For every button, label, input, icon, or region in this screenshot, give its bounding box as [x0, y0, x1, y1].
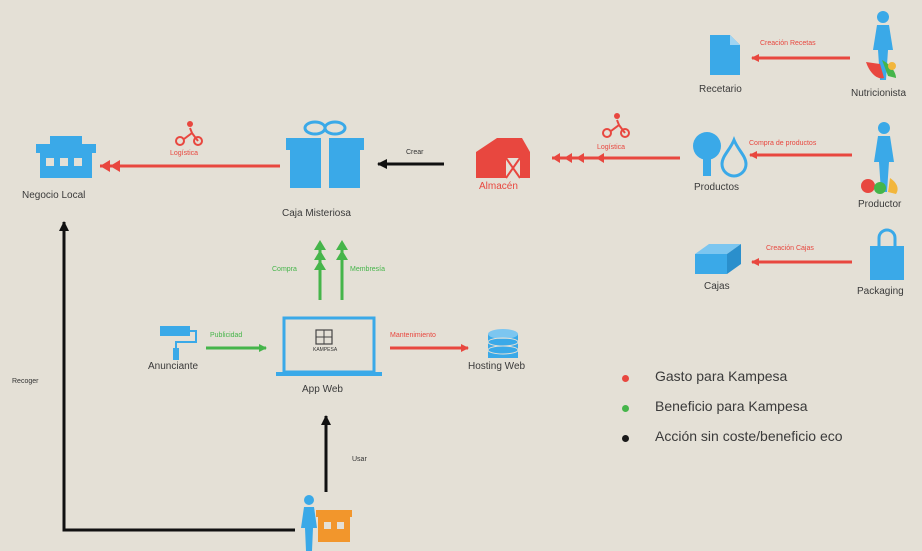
customer-icon [301, 495, 352, 551]
arrow-recoger [59, 221, 295, 532]
arrow-logistica-negocio [100, 160, 280, 172]
laptop-icon [276, 316, 382, 376]
document-icon [710, 35, 740, 75]
legend-label: Gasto para Kampesa [655, 368, 788, 384]
products-icon [693, 132, 748, 178]
database-icon [487, 329, 519, 358]
edge-creacion-cajas: Creación Cajas [766, 245, 814, 252]
edge-compra: Compra [272, 266, 297, 273]
node-hosting-web: Hosting Web [468, 361, 526, 372]
node-negocio-local: Negocio Local [22, 190, 86, 201]
scooter-icon [175, 121, 203, 146]
nutritionist-icon [866, 11, 896, 80]
legend-label: Acción sin coste/beneficio eco [655, 428, 843, 444]
legend-dot-green [622, 405, 629, 412]
legend-dot-black [622, 435, 629, 442]
node-nutricionista: Nutricionista [851, 88, 907, 99]
arrow-compra [314, 240, 326, 300]
edge-creacion-recetas: Creación Recetas [760, 40, 816, 47]
node-productos: Productos [694, 182, 740, 193]
paint-roller-icon [160, 326, 197, 360]
arrow-logistica-almacen [552, 153, 680, 163]
node-productor: Productor [858, 199, 902, 210]
scooter-icon [602, 113, 630, 138]
app-logo-text: KAMPESA [313, 347, 338, 353]
edge-logistica-right: Logística [597, 144, 626, 151]
node-packaging: Packaging [857, 286, 904, 297]
edge-crear: Crear [406, 149, 424, 156]
edge-compra-productos: Compra de productos [749, 140, 817, 147]
bag-icon [870, 228, 904, 280]
edge-recoger: Recoger [12, 378, 39, 385]
node-almacen: Almacén [479, 181, 518, 192]
edge-membresia: Membresía [350, 266, 386, 273]
legend-label: Beneficio para Kampesa [655, 398, 808, 414]
edge-usar: Usar [352, 456, 367, 463]
edge-mantenimiento: Mantenimiento [390, 332, 436, 339]
box-icon [695, 244, 741, 274]
arrow-membresia [336, 240, 348, 300]
gift-box-icon [286, 120, 364, 188]
producer-icon [861, 122, 898, 194]
node-anunciante: Anunciante [148, 361, 199, 372]
kampesa-logo-icon [315, 329, 333, 345]
node-caja-misteriosa: Caja Misteriosa [282, 208, 351, 219]
barn-icon [476, 138, 530, 179]
legend-dot-red [622, 375, 629, 382]
shop-icon [36, 136, 96, 178]
node-cajas: Cajas [704, 281, 730, 292]
node-recetario: Recetario [699, 84, 742, 95]
edge-publicidad: Publicidad [210, 332, 243, 339]
edge-logistica-left: Logística [170, 150, 199, 157]
node-app-web: App Web [302, 384, 343, 395]
